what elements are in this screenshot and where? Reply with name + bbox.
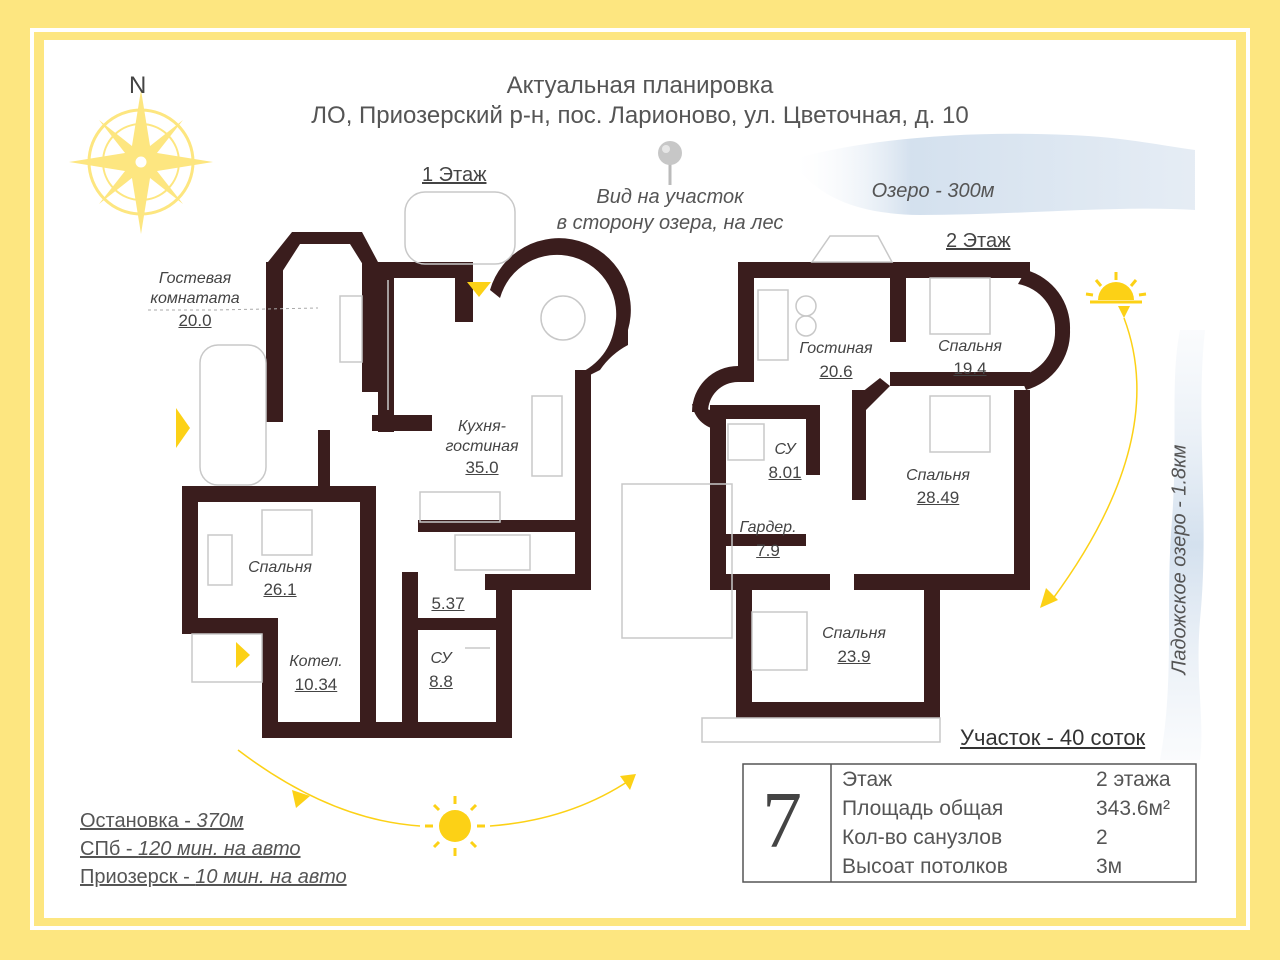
floor1-label: 1 Этаж [422, 164, 487, 186]
sun-arrow-icon [292, 790, 310, 808]
room-kitchen-name-2: гостиная [445, 438, 519, 455]
info-table [742, 763, 1197, 883]
porch-outline [404, 191, 516, 265]
room-bed2-1-area: 19.4 [953, 359, 987, 378]
room-wardrobe-area: 7.9 [756, 541, 780, 560]
side-step-outline [191, 633, 263, 683]
entrance-arrow-icon [236, 642, 250, 668]
sun-icon [1085, 272, 1147, 304]
room-guest-name: Гостевая [158, 270, 232, 287]
lake-label: Озеро - 300м [871, 180, 995, 202]
room-bed2-2-area: 28.49 [916, 488, 960, 507]
room-living-area: 20.6 [819, 362, 853, 381]
transport-priozersk: Приозерск - 10 мин. на авто [80, 866, 347, 888]
floor2-label: 2 Этаж [946, 230, 1011, 252]
info-value-ceiling: 3м [1096, 855, 1123, 878]
location-pin-icon [658, 141, 682, 185]
sun-arrow-icon [1040, 588, 1058, 608]
room-wardrobe-name: Гардер. [739, 519, 797, 536]
view-caption-2: в сторону озера, на лес [556, 212, 784, 234]
room-bedroom1-area: 26.1 [263, 580, 297, 599]
room-bath1-area: 8.8 [429, 672, 453, 691]
info-label-baths: Кол-во санузлов [842, 826, 1003, 849]
transport-stop: Остановка - 370м [80, 810, 244, 832]
floor1-plan [182, 232, 631, 738]
room-kitchen-area: 35.0 [465, 458, 499, 477]
plot-label: Участок - 40 соток [960, 725, 1146, 750]
ladoga-wave [1160, 330, 1205, 760]
sun-arrow-icon [620, 774, 636, 790]
info-value-floors: 2 этажа [1096, 768, 1171, 791]
compass-rose-icon [69, 90, 213, 234]
compass-label: N [129, 72, 147, 99]
room-bed2-2-name: Спальня [906, 467, 970, 484]
room-boiler-name: Котел. [289, 653, 343, 670]
room-living-name: Гостиная [799, 340, 873, 357]
info-label-ceiling: Высоат потолков [842, 855, 1008, 878]
room-hall-area: 5.37 [431, 594, 465, 613]
view-arrow-icon [467, 282, 491, 297]
ladoga-label: Ладожское озеро - 1.8км [1168, 444, 1191, 675]
info-value-baths: 2 [1096, 826, 1108, 849]
room-guest-area: 20.0 [178, 311, 212, 330]
info-value-area: 343.6м² [1096, 797, 1170, 820]
info-label-area: Площадь общая [842, 797, 1004, 820]
floor2-plan [692, 262, 1071, 718]
sun-arrow-icon [1118, 306, 1130, 318]
balcony-outline [621, 483, 733, 639]
sun-path-arc [489, 779, 631, 827]
inner-border [30, 28, 1250, 930]
room-boiler-area: 10.34 [294, 675, 338, 694]
room-bath2-area: 8.01 [768, 463, 802, 482]
sun-icon [425, 796, 485, 856]
sun-path-arc [237, 749, 421, 827]
room-bedroom1-name: Спальня [248, 559, 312, 576]
room-guest-name-2: комнатата [150, 290, 240, 307]
room-bath2-name: СУ [774, 441, 796, 458]
info-number: 7 [762, 777, 802, 865]
lake-wave [790, 133, 1195, 215]
room-bed2-1-name: Спальня [938, 338, 1002, 355]
room-bath1-name: СУ [430, 650, 452, 667]
sun-path-arc [1051, 317, 1138, 601]
info-label-floors: Этаж [842, 768, 893, 791]
address: ЛО, Приозерский р-н, пос. Ларионово, ул.… [311, 102, 969, 129]
room-kitchen-name: Кухня- [458, 418, 506, 435]
page-title: Актуальная планировка [506, 72, 774, 99]
view-caption: Вид на участок [596, 186, 744, 208]
side-terrace-outline [199, 344, 267, 486]
entrance-arrow-icon [176, 408, 190, 448]
transport-spb: СПб - 120 мин. на авто [80, 838, 301, 860]
room-bed2-3-name: Спальня [822, 625, 886, 642]
room-bed2-3-area: 23.9 [837, 647, 871, 666]
balcony-lower-outline [701, 717, 941, 743]
